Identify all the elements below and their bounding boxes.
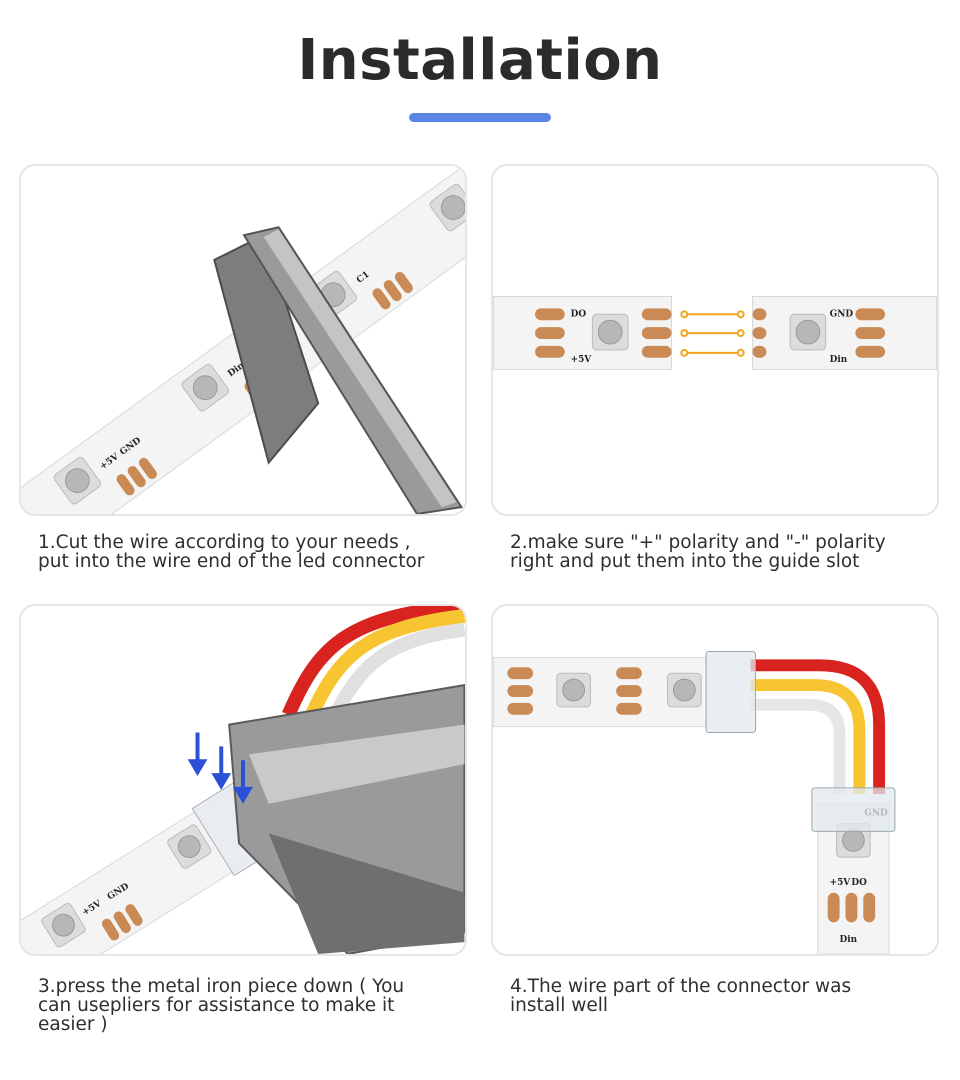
step-4-caption: 4.The wire part of the connector was ins… bbox=[510, 976, 852, 1016]
label-gnd: GND bbox=[830, 309, 854, 319]
clear-connector-top bbox=[705, 650, 757, 734]
title-underline bbox=[409, 113, 551, 122]
polarity-guide-lines bbox=[680, 310, 745, 357]
led-chip bbox=[667, 672, 702, 708]
connector-wires bbox=[750, 659, 886, 794]
polarity-alignment-illustration: DO +5V GND Din bbox=[493, 296, 937, 371]
step-1-caption: 1.Cut the wire according to your needs ,… bbox=[38, 532, 425, 572]
step-3-image: +5V GND bbox=[19, 604, 467, 956]
step-4-image: +5V DO GND Din bbox=[491, 604, 939, 956]
step-2-image: DO +5V GND Din bbox=[491, 164, 939, 516]
step-1-image: +5V GND Din DO C1 bbox=[19, 164, 467, 516]
step-2-caption: 2.make sure "+" polarity and "-" polarit… bbox=[510, 532, 886, 572]
label-plus5v: +5V bbox=[830, 878, 852, 888]
led-strip-right bbox=[752, 296, 937, 371]
label-din: Din bbox=[830, 355, 848, 365]
installed-connector-illustration: +5V DO GND Din bbox=[493, 650, 896, 954]
led-chip bbox=[591, 313, 629, 351]
label-din: Din bbox=[840, 935, 858, 945]
led-chip bbox=[789, 313, 827, 351]
step-3-caption: 3.press the metal iron piece down ( You … bbox=[38, 976, 405, 1035]
label-plus5v: +5V bbox=[571, 355, 593, 365]
led-chip bbox=[556, 672, 591, 708]
label-do: DO bbox=[851, 878, 867, 888]
strip-segment bbox=[429, 183, 465, 232]
page-title: Installation bbox=[297, 28, 663, 93]
led-strip-left bbox=[493, 296, 672, 371]
press-connector-illustration: +5V GND bbox=[21, 606, 465, 954]
pliers-icon bbox=[228, 683, 465, 954]
press-arrows bbox=[187, 732, 253, 804]
cut-strip-illustration: +5V GND Din DO C1 bbox=[21, 166, 465, 514]
clear-connector-bottom bbox=[811, 787, 896, 832]
scissors-icon bbox=[213, 226, 464, 514]
label-do: DO bbox=[571, 309, 587, 319]
